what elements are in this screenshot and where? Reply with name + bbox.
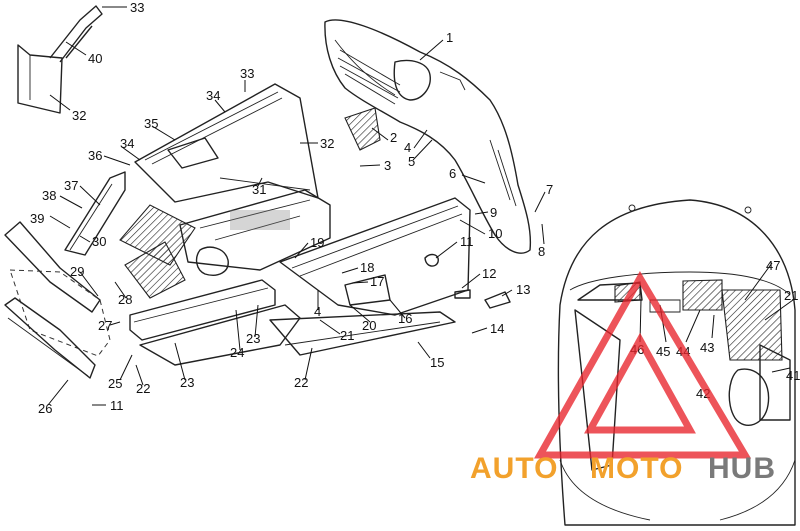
callout-labels: 33 40 32 1 33 34 35 34 36 32 2 3 4 5 31 …	[30, 0, 800, 416]
callout-1: 1	[446, 30, 453, 45]
callout-43: 43	[700, 340, 714, 355]
lower-trim-part	[269, 311, 456, 356]
callout-2: 2	[390, 130, 397, 145]
callout-6: 6	[449, 166, 456, 181]
callout-32-left: 32	[72, 108, 86, 123]
step-rail-part	[129, 279, 301, 366]
floor-panel-part	[179, 189, 331, 271]
watermark-logo: AUTO MOTO HUB	[470, 271, 776, 485]
callout-10: 10	[488, 226, 502, 241]
callout-20: 20	[362, 318, 376, 333]
callout-8: 8	[538, 244, 545, 259]
callout-4-upper: 4	[404, 140, 411, 155]
side-bracket-part	[17, 5, 103, 114]
callout-40: 40	[88, 51, 102, 66]
callout-22-right: 22	[294, 375, 308, 390]
callout-34-lower: 34	[120, 136, 134, 151]
hood-panel-part	[324, 19, 532, 254]
callout-21-right: 21	[784, 288, 798, 303]
callout-13: 13	[516, 282, 530, 297]
callout-29: 29	[70, 264, 84, 279]
callout-23-upper: 23	[246, 331, 260, 346]
callout-11-right: 11	[460, 234, 474, 249]
callout-47: 47	[766, 258, 780, 273]
air-duct-part	[344, 107, 381, 151]
watermark-word-hub: HUB	[708, 452, 776, 485]
callout-41: 41	[786, 368, 800, 383]
callout-34-upper: 34	[206, 88, 220, 103]
watermark-word-moto: MOTO	[590, 452, 683, 485]
callout-38: 38	[42, 188, 56, 203]
callout-16: 16	[398, 311, 412, 326]
small-clip-part	[454, 289, 511, 309]
callout-33-mid: 33	[240, 66, 254, 81]
callout-4-lower: 4	[314, 304, 321, 319]
grille-part	[119, 204, 229, 299]
callout-14: 14	[490, 321, 504, 336]
callout-5: 5	[408, 154, 415, 169]
callout-30: 30	[92, 234, 106, 249]
callout-27: 27	[98, 318, 112, 333]
callout-26: 26	[38, 401, 52, 416]
callout-12: 12	[482, 266, 496, 281]
watermark-word-auto: AUTO	[470, 452, 558, 485]
callout-17: 17	[370, 274, 384, 289]
callout-31: 31	[252, 182, 266, 197]
nose-panel-part	[4, 171, 126, 379]
callout-28: 28	[118, 292, 132, 307]
callout-45: 45	[656, 344, 670, 359]
callout-39: 39	[30, 211, 44, 226]
callout-9: 9	[490, 205, 497, 220]
callout-18: 18	[360, 260, 374, 275]
leader-lines	[47, 6, 794, 406]
callout-33-top: 33	[130, 0, 144, 15]
callout-21-left: 21	[340, 328, 354, 343]
callout-23-lower: 23	[180, 375, 194, 390]
side-rail-part	[279, 197, 471, 316]
callout-11-left: 11	[110, 398, 124, 413]
callout-32-mid: 32	[320, 136, 334, 151]
callout-36: 36	[88, 148, 102, 163]
callout-7: 7	[546, 182, 553, 197]
callout-15: 15	[430, 355, 444, 370]
callout-22-left: 22	[136, 381, 150, 396]
callout-35: 35	[144, 116, 158, 131]
callout-19: 19	[310, 235, 324, 250]
callout-25: 25	[108, 376, 122, 391]
callout-24: 24	[230, 345, 244, 360]
windshield-panel-part	[134, 83, 319, 203]
callout-3: 3	[384, 158, 391, 173]
callout-37: 37	[64, 178, 78, 193]
